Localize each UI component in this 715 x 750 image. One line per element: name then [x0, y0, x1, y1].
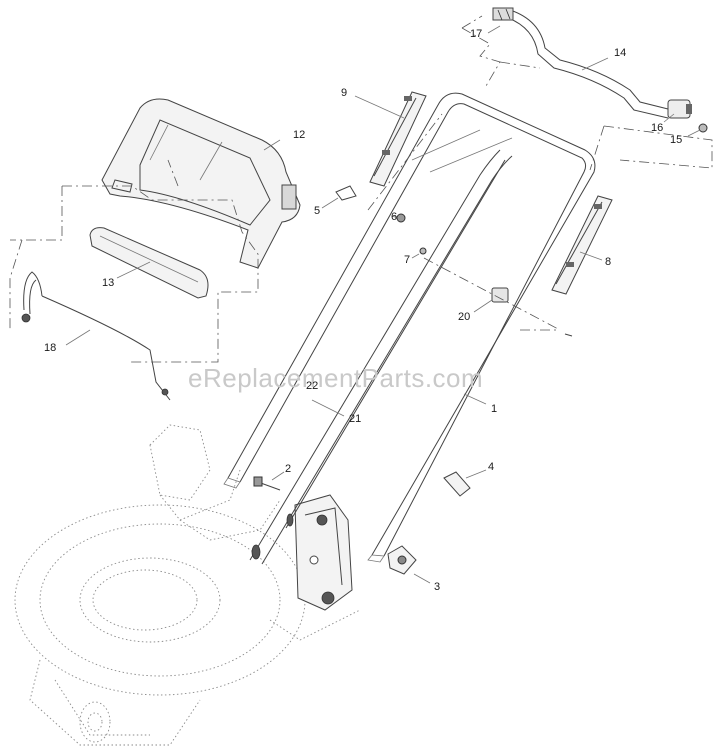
callout-13: 13: [102, 277, 114, 289]
watermark-text: eReplacementParts.com: [188, 363, 483, 393]
hardware-items: [253, 185, 573, 575]
handle-guide-left: [369, 91, 427, 187]
callout-labels: 1 2 3 4 5 6 7 8 9 12 13 14 15 16 17 18 2…: [44, 28, 682, 593]
leader-lines: [65, 25, 701, 584]
rod-knob: [667, 99, 692, 119]
handle-pivot-bracket: [294, 494, 353, 611]
callout-8: 8: [605, 256, 611, 268]
callout-4: 4: [488, 461, 494, 473]
callout-22: 22: [306, 380, 318, 392]
callout-16: 16: [651, 122, 663, 134]
rod-nut: [698, 123, 708, 133]
callout-15: 15: [670, 134, 682, 146]
callout-9: 9: [341, 87, 347, 99]
callout-17: 17: [470, 28, 482, 40]
callout-6: 6: [391, 211, 397, 223]
callout-1: 1: [491, 403, 497, 415]
main-handle: [223, 92, 596, 563]
bail-wire: [21, 271, 171, 401]
callout-2: 2: [285, 463, 291, 475]
callout-14: 14: [614, 47, 626, 59]
control-cables: [249, 149, 513, 565]
bail-shroud: [101, 98, 301, 269]
callout-12: 12: [293, 129, 305, 141]
callout-18: 18: [44, 342, 56, 354]
callout-20: 20: [458, 311, 470, 323]
callout-5: 5: [314, 205, 320, 217]
callout-3: 3: [434, 581, 440, 593]
assembly-outline-lines: [9, 15, 713, 363]
callout-7: 7: [404, 254, 410, 266]
control-rod: [492, 7, 673, 119]
handle-guide-right: [551, 195, 613, 295]
callout-21: 21: [349, 413, 361, 425]
